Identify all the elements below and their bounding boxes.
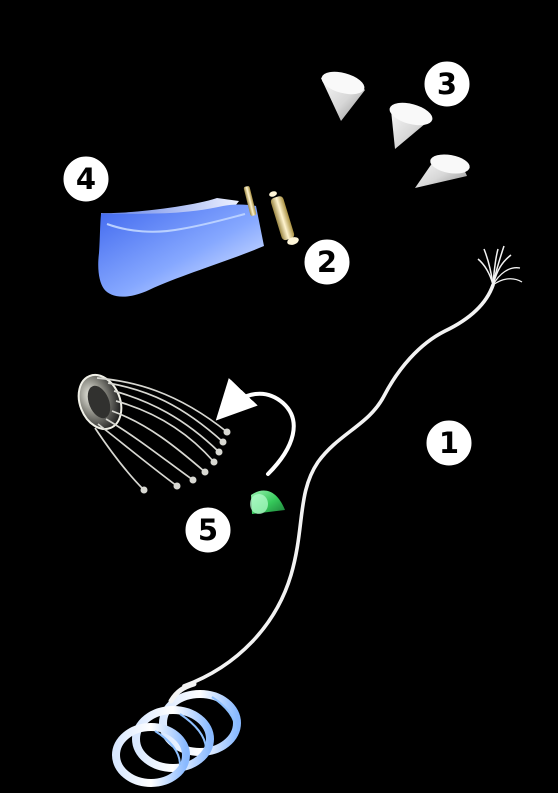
label-2: 2 <box>303 238 351 286</box>
label-5: 5 <box>184 506 232 554</box>
label-1: 1 <box>425 419 473 467</box>
label-5-text: 5 <box>198 513 218 547</box>
label-1-text: 1 <box>439 426 459 460</box>
label-2-text: 2 <box>317 245 337 279</box>
label-4: 4 <box>62 155 110 203</box>
label-3: 3 <box>423 60 471 108</box>
label-3-text: 3 <box>437 67 457 101</box>
label-4-text: 4 <box>76 162 96 196</box>
